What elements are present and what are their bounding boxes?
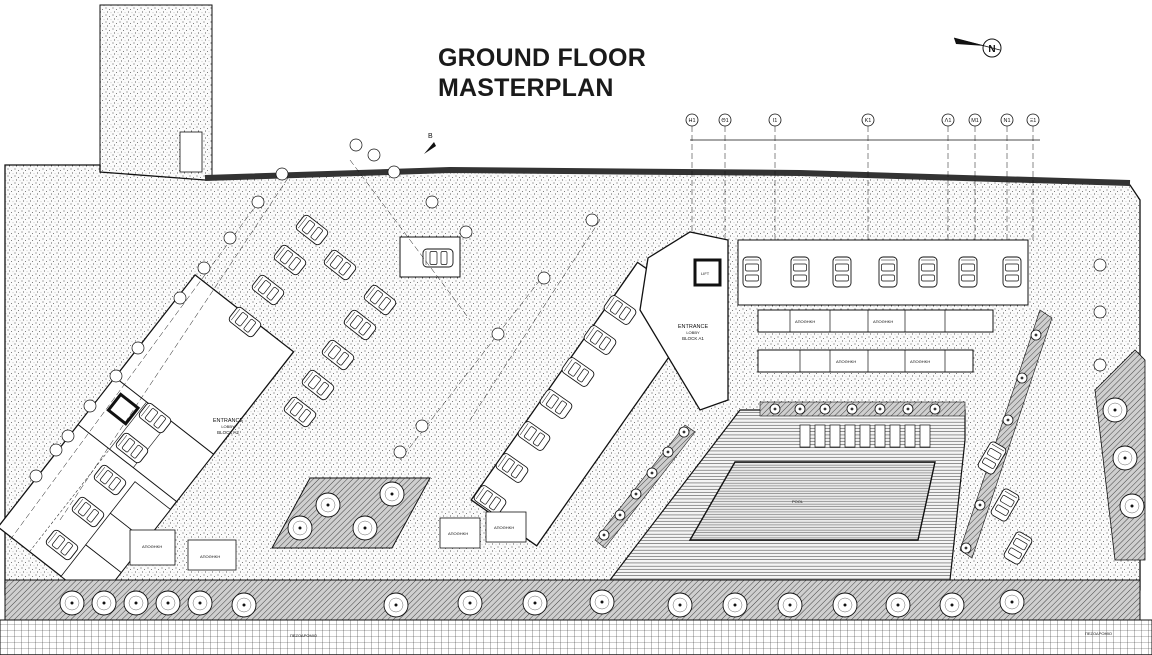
svg-text:Ξ1: Ξ1: [1030, 118, 1037, 124]
plan-title-line-1: GROUND FLOOR: [438, 44, 646, 72]
north-label: N: [988, 44, 995, 55]
pavement: [0, 619, 1152, 655]
north-arrow: N: [953, 37, 1002, 58]
svg-text:I1: I1: [773, 118, 778, 124]
storage-rooms-a1: ΑΠΟΘΗΚΗ ΑΠΟΘΗΚΗ: [439, 511, 527, 549]
north-hedge: [204, 166, 1131, 186]
svg-text:BLOCK A1: BLOCK A1: [682, 336, 704, 341]
grid-axis-markers: H1 Θ1 I1 K1 Λ1: [685, 113, 1040, 320]
svg-text:M1: M1: [971, 118, 979, 124]
svg-text:Λ1: Λ1: [945, 118, 952, 124]
lift-label: LIFT: [701, 271, 710, 276]
grid-axis-k1: K1: [861, 113, 875, 240]
svg-text:LOBBY: LOBBY: [221, 424, 235, 429]
grid-axis-theta1: Θ1: [718, 113, 732, 240]
diagonal-grid-lines: [9, 138, 1107, 541]
entrance-a1-label: ENTRANCE LOBBY BLOCK A1: [678, 324, 709, 341]
svg-text:ΑΠΟΘΗΚΗ: ΑΠΟΘΗΚΗ: [142, 544, 162, 549]
grid-axis-h1: H1: [685, 113, 699, 320]
east-planter: [959, 309, 1053, 559]
storage-rooms-a2: ΑΠΟΘΗΚΗ ΑΠΟΘΗΚΗ: [129, 529, 237, 571]
plan-title-line-2: MASTERPLAN: [438, 74, 614, 102]
svg-text:H1: H1: [688, 118, 695, 124]
svg-text:Θ1: Θ1: [721, 118, 728, 124]
svg-text:LOBBY: LOBBY: [686, 330, 700, 335]
plan-title: GROUND FLOOR MASTERPLAN: [438, 43, 646, 103]
svg-text:ΑΠΟΘΗΚΗ: ΑΠΟΘΗΚΗ: [795, 319, 815, 324]
svg-text:BLOCK A2: BLOCK A2: [217, 430, 239, 435]
svg-text:ΑΠΟΘΗΚΗ: ΑΠΟΘΗΚΗ: [873, 319, 893, 324]
block-a2: [0, 273, 295, 605]
pool-label: POOL: [792, 499, 804, 504]
security-room: [179, 131, 203, 173]
grid-axis-m1: M1: [968, 113, 982, 240]
svg-text:N1: N1: [1003, 118, 1010, 124]
enclosure-car: [422, 248, 454, 268]
svg-text:ENTRANCE: ENTRANCE: [678, 324, 709, 330]
svg-text:ΑΠΟΘΗΚΗ: ΑΠΟΘΗΚΗ: [494, 525, 514, 530]
grid-axis-i1: I1: [768, 113, 782, 240]
pavement-label-east: ΠΕΖΟΔΡΟΜΙΟ: [1085, 631, 1112, 636]
pavement-label-west: ΠΕΖΟΔΡΟΜΙΟ: [290, 633, 317, 638]
svg-text:ENTRANCE: ENTRANCE: [213, 418, 244, 424]
parking-row-north: [737, 239, 1029, 306]
svg-text:ΑΠΟΘΗΚΗ: ΑΠΟΘΗΚΗ: [448, 531, 468, 536]
svg-text:ΑΠΟΘΗΚΗ: ΑΠΟΘΗΚΗ: [836, 359, 856, 364]
grid-axis-lambda1: Λ1: [941, 113, 955, 240]
svg-text:K1: K1: [865, 118, 872, 124]
svg-text:B: B: [428, 133, 433, 140]
grid-axis-n1: N1: [1000, 113, 1014, 240]
svg-text:ΑΠΟΘΗΚΗ: ΑΠΟΘΗΚΗ: [910, 359, 930, 364]
entrance-a2-label: ENTRANCE LOBBY BLOCK A2: [213, 418, 244, 435]
deck-shrubs: [759, 401, 966, 417]
grid-axis-xi1: Ξ1: [1026, 113, 1040, 240]
sun-loungers: [799, 424, 931, 448]
svg-text:ΑΠΟΘΗΚΗ: ΑΠΟΘΗΚΗ: [200, 554, 220, 559]
lift-a1: [693, 258, 722, 287]
pool: [688, 461, 936, 541]
storage-rows-east: ΑΠΟΘΗΚΗ ΑΠΟΘΗΚΗ ΑΠΟΘΗΚΗ ΑΠΟΘΗΚΗ: [757, 309, 994, 373]
section-marker: B: [424, 133, 436, 154]
